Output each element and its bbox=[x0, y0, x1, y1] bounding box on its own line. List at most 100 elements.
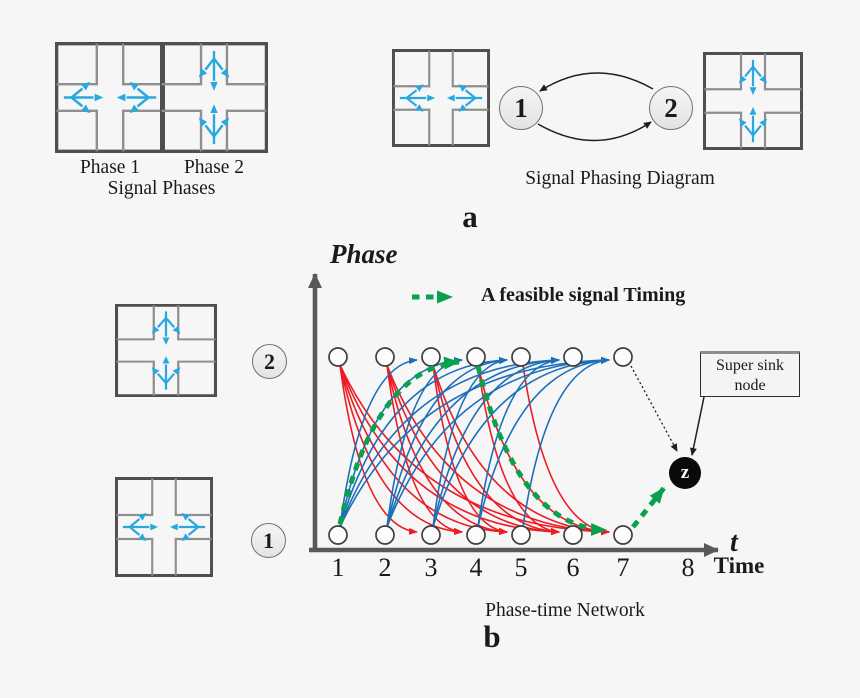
red-edge-p2t2-p1t5 bbox=[386, 364, 508, 536]
corner-bottom-right bbox=[225, 109, 267, 152]
movement-arrowhead-icon bbox=[151, 367, 160, 375]
network-node-phase2-t4 bbox=[466, 347, 486, 367]
intersection-phase1-phasing-diagram bbox=[392, 49, 490, 147]
corner-bottom-right bbox=[177, 360, 216, 396]
super-sink-node-label: z bbox=[680, 462, 690, 483]
network-node-phase2-t6 bbox=[563, 347, 583, 367]
network-node-phase1-t4 bbox=[466, 525, 486, 545]
phasing-diagram-caption: Signal Phasing Diagram bbox=[525, 168, 715, 189]
legend-label: A feasible signal Timing bbox=[481, 284, 686, 306]
blue-edge-p1t2-p2t6 bbox=[386, 356, 560, 528]
movement-arrowhead-icon bbox=[749, 106, 757, 115]
corner-bottom-left bbox=[116, 360, 155, 396]
movement-arrowhead-icon bbox=[169, 523, 178, 531]
blue-edge-p1t4-p2t6 bbox=[477, 357, 560, 528]
corner-top-left bbox=[116, 478, 154, 517]
phase-row-label-1: 1 bbox=[251, 523, 286, 558]
movement-arrowhead-icon bbox=[172, 326, 181, 334]
intersection-drawing-horizontal bbox=[55, 42, 165, 153]
section-label-a: a bbox=[462, 199, 478, 234]
movement-arrowhead-icon bbox=[210, 104, 218, 114]
red-edge-p2t2-p1t7 bbox=[386, 364, 610, 536]
intersection-border bbox=[115, 477, 213, 577]
red-edge-p2t3-p1t7 bbox=[432, 364, 610, 536]
blue-edge-p1t3-p2t5 bbox=[432, 357, 508, 528]
network-node-phase2-t2 bbox=[375, 347, 395, 367]
movement-arrowhead-icon bbox=[116, 93, 126, 102]
movement-arrowhead-icon bbox=[458, 104, 467, 112]
intersection-border bbox=[392, 49, 490, 147]
corner-bottom-left bbox=[161, 109, 203, 152]
sink-callout-pointer bbox=[689, 396, 705, 456]
corner-bottom-right bbox=[121, 109, 164, 152]
movement-arrow-line bbox=[187, 518, 199, 528]
time-tick-5: 5 bbox=[514, 553, 528, 582]
network-node-phase2-t1 bbox=[328, 347, 348, 367]
network-node-phase1-t2 bbox=[375, 525, 395, 545]
blue-edge-p1t5-p2t7 bbox=[522, 357, 610, 528]
intersection-border bbox=[160, 42, 268, 153]
blue-edge-p1t1-p2t5 bbox=[339, 356, 508, 528]
corner-top-right bbox=[177, 305, 216, 341]
movement-arrow-line bbox=[213, 57, 224, 71]
phase1-label: Phase 1 bbox=[79, 157, 141, 178]
movement-arrowhead-icon bbox=[151, 326, 160, 334]
corner-top-left bbox=[393, 50, 431, 88]
signal-phases-caption: Signal Phases bbox=[107, 178, 216, 199]
network-node-phase2-t3 bbox=[421, 347, 441, 367]
blue-edge-p1t3-p2t6 bbox=[432, 356, 560, 528]
red-edge-p2t1-p1t4 bbox=[339, 364, 463, 536]
transition-arc-1-to-2 bbox=[537, 121, 652, 142]
phasing-diagram-node-1: 1 bbox=[499, 86, 543, 130]
red-edge-p2t3-p1t5 bbox=[432, 364, 508, 535]
movement-arrowhead-icon bbox=[198, 68, 208, 78]
intersection-drawing-vertical bbox=[160, 42, 268, 153]
movement-arrowhead-icon bbox=[738, 75, 747, 84]
movement-arrowhead-icon bbox=[759, 118, 768, 127]
movement-arrowhead-icon bbox=[150, 523, 159, 531]
movement-arrow-line bbox=[752, 66, 762, 78]
movement-arrow-line bbox=[136, 96, 150, 108]
movement-arrowhead-icon bbox=[759, 75, 768, 84]
movement-arrow-line bbox=[406, 89, 418, 99]
blue-edge-p1t2-p2t4 bbox=[386, 357, 463, 528]
movement-arrow-line bbox=[204, 124, 215, 138]
super-sink-node: z bbox=[669, 457, 701, 489]
movement-arrowhead-icon bbox=[81, 81, 91, 91]
time-tick-2: 2 bbox=[378, 553, 392, 582]
intersection-border bbox=[115, 304, 217, 397]
corner-top-left bbox=[56, 43, 99, 86]
intersection-phase2-signal-phases bbox=[160, 42, 268, 153]
network-caption: Phase-time Network bbox=[485, 600, 645, 621]
transition-arc-2-to-1 bbox=[539, 72, 654, 92]
movement-arrow-line bbox=[156, 317, 167, 328]
red-edge-p2t2-p1t6 bbox=[386, 364, 560, 536]
network-node-phase2-t7 bbox=[613, 347, 633, 367]
phasing-diagram-node-2: 2 bbox=[649, 86, 693, 130]
intersection-phase1-row bbox=[115, 477, 213, 577]
time-axis-label: Time bbox=[713, 553, 765, 578]
intersection-drawing-vertical bbox=[703, 52, 803, 150]
movement-arrow-line bbox=[464, 89, 476, 99]
intersection-phase1-signal-phases bbox=[55, 42, 165, 153]
movement-arrow-line bbox=[129, 518, 141, 528]
movement-arrow-line bbox=[464, 97, 476, 107]
red-edge-p2t1-p1t3 bbox=[339, 364, 418, 535]
red-edge-p2t3-p1t6 bbox=[432, 364, 560, 536]
phase2-label: Phase 2 bbox=[183, 157, 245, 178]
movement-arrow-line bbox=[406, 97, 418, 107]
phasing-diagram-node-1-label: 1 bbox=[514, 92, 528, 123]
phase-axis-label: Phase bbox=[330, 239, 398, 269]
movement-arrowhead-icon bbox=[415, 84, 424, 92]
network-node-phase1-t3 bbox=[421, 525, 441, 545]
intersection-phase2-phasing-diagram bbox=[703, 52, 803, 150]
network-node-phase2-t5 bbox=[511, 347, 531, 367]
corner-bottom-left bbox=[56, 109, 99, 152]
movement-arrow-line bbox=[744, 124, 754, 136]
phase-row-label-1-text: 1 bbox=[263, 527, 274, 553]
movement-arrow-line bbox=[213, 124, 224, 138]
super-sink-label-line2: node bbox=[734, 377, 766, 394]
corner-top-right bbox=[225, 43, 267, 86]
movement-arrowhead-icon bbox=[446, 94, 455, 102]
